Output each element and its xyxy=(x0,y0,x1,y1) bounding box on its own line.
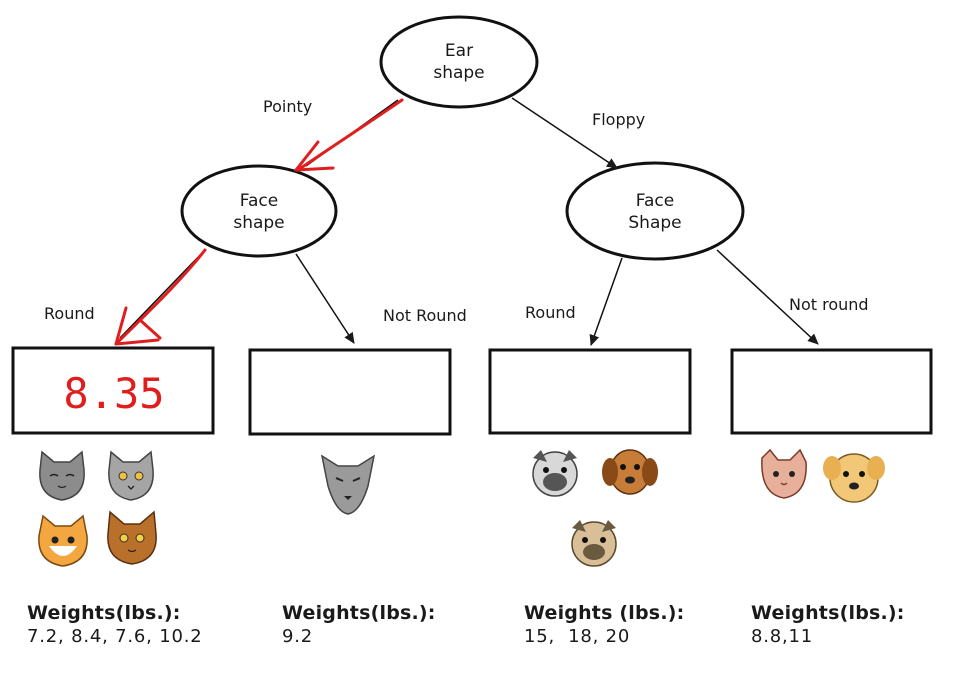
gray-cat-icon xyxy=(108,450,154,501)
edge-left-round xyxy=(119,249,206,339)
weights-values: 15, 18, 20 xyxy=(524,626,631,647)
right-node-line2: Shape xyxy=(628,213,681,233)
weights-values: 9.2 xyxy=(282,626,314,647)
edge-label-floppy: Floppy xyxy=(592,110,645,129)
edge-right-round xyxy=(589,257,623,346)
weights-title: Weights (lbs.): xyxy=(524,602,685,624)
leaf-value-1: 8.35 xyxy=(63,369,164,418)
edge-left-not-round xyxy=(295,253,355,344)
pink-cat-icon xyxy=(761,448,807,499)
left-node-line2: shape xyxy=(233,213,284,233)
weights-title: Weights(lbs.): xyxy=(282,602,436,624)
root-label-line2: shape xyxy=(433,63,484,83)
left-node: Face shape xyxy=(180,164,338,258)
right-node: Face Shape xyxy=(565,161,745,261)
edge-label-right-round: Round xyxy=(525,303,576,322)
weights-title: Weights(lbs.): xyxy=(27,602,181,624)
gray-cat-icon xyxy=(320,454,376,515)
golden-dog-icon xyxy=(823,453,885,503)
leaf-weights-1: Weights(lbs.): 7.2, 8.4, 7.6, 10.2 xyxy=(27,601,203,649)
right-node-line1: Face xyxy=(636,191,674,211)
left-node-line1: Face xyxy=(240,191,278,211)
pug-dog-icon xyxy=(571,520,617,567)
leaf-box-1: 8.35 xyxy=(11,346,215,435)
edge-label-left-not-round: Not Round xyxy=(383,306,467,325)
leaf-box-2 xyxy=(248,348,452,436)
leaf-weights-4: Weights(lbs.): 8.8,11 xyxy=(751,601,905,649)
edge-label-left-round: Round xyxy=(44,304,95,323)
red-annotation-round xyxy=(114,248,207,346)
weights-values: 8.8,11 xyxy=(751,626,814,647)
orange-cat-icon xyxy=(38,514,88,567)
weights-title: Weights(lbs.): xyxy=(751,602,905,624)
brown-dog-icon xyxy=(602,449,658,495)
leaf-box-4 xyxy=(730,348,933,435)
edge-label-pointy: Pointy xyxy=(263,97,312,116)
weights-values: 7.2, 8.4, 7.6, 10.2 xyxy=(27,626,203,647)
edge-floppy xyxy=(511,97,618,169)
brown-cat-icon xyxy=(107,510,157,565)
edge-label-right-not-round: Not round xyxy=(789,295,869,314)
pug-dog-icon xyxy=(532,450,578,497)
leaf-box-3 xyxy=(488,348,692,435)
edge-right-not-round xyxy=(716,249,819,345)
root-label-line1: Ear xyxy=(445,41,473,61)
leaf-weights-3: Weights (lbs.): 15, 18, 20 xyxy=(524,601,684,649)
root-node: Ear shape xyxy=(379,15,539,109)
leaf-weights-2: Weights(lbs.): 9.2 xyxy=(282,601,436,649)
red-annotation-pointy xyxy=(294,98,404,172)
gray-cat-icon xyxy=(39,450,85,501)
